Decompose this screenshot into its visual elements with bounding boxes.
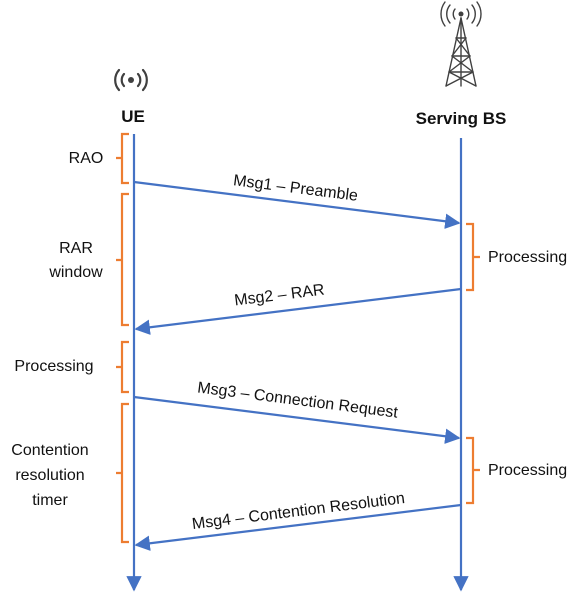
cell-tower-icon <box>440 1 482 87</box>
bs-processing-brace-1 <box>466 222 480 292</box>
serving-bs-title: Serving BS <box>416 109 507 128</box>
msg1-label: Msg1 – Preamble <box>232 172 359 205</box>
rar-window-label-line2: window <box>48 264 103 281</box>
contention-label-line1: Contention <box>11 442 88 459</box>
ue-title: UE <box>121 107 145 126</box>
bs-processing-label-2: Processing <box>488 462 567 479</box>
msg4-label: Msg4 – Contention Resolution <box>191 490 406 533</box>
msg3-arrow <box>133 395 461 444</box>
contention-label-line2: resolution <box>15 467 84 484</box>
msg3-label: Msg3 – Connection Request <box>196 379 399 421</box>
ue-processing-brace <box>116 340 129 394</box>
msg4-arrow <box>134 503 462 551</box>
bs-processing-brace-2 <box>466 436 480 505</box>
msg2-label: Msg2 – RAR <box>233 282 325 310</box>
bs-processing-label-1: Processing <box>488 249 567 266</box>
rao-brace <box>116 132 129 185</box>
contention-timer-brace <box>116 402 129 544</box>
contention-label-line3: timer <box>32 492 68 509</box>
msg2-arrow <box>134 287 462 335</box>
rao-label: RAO <box>69 150 104 167</box>
ue-processing-label: Processing <box>14 358 93 375</box>
msg1-arrow <box>133 180 461 229</box>
wireless-signal-icon <box>114 68 148 92</box>
rar-window-label-line1: RAR <box>59 240 93 257</box>
rar-window-brace <box>116 192 129 327</box>
